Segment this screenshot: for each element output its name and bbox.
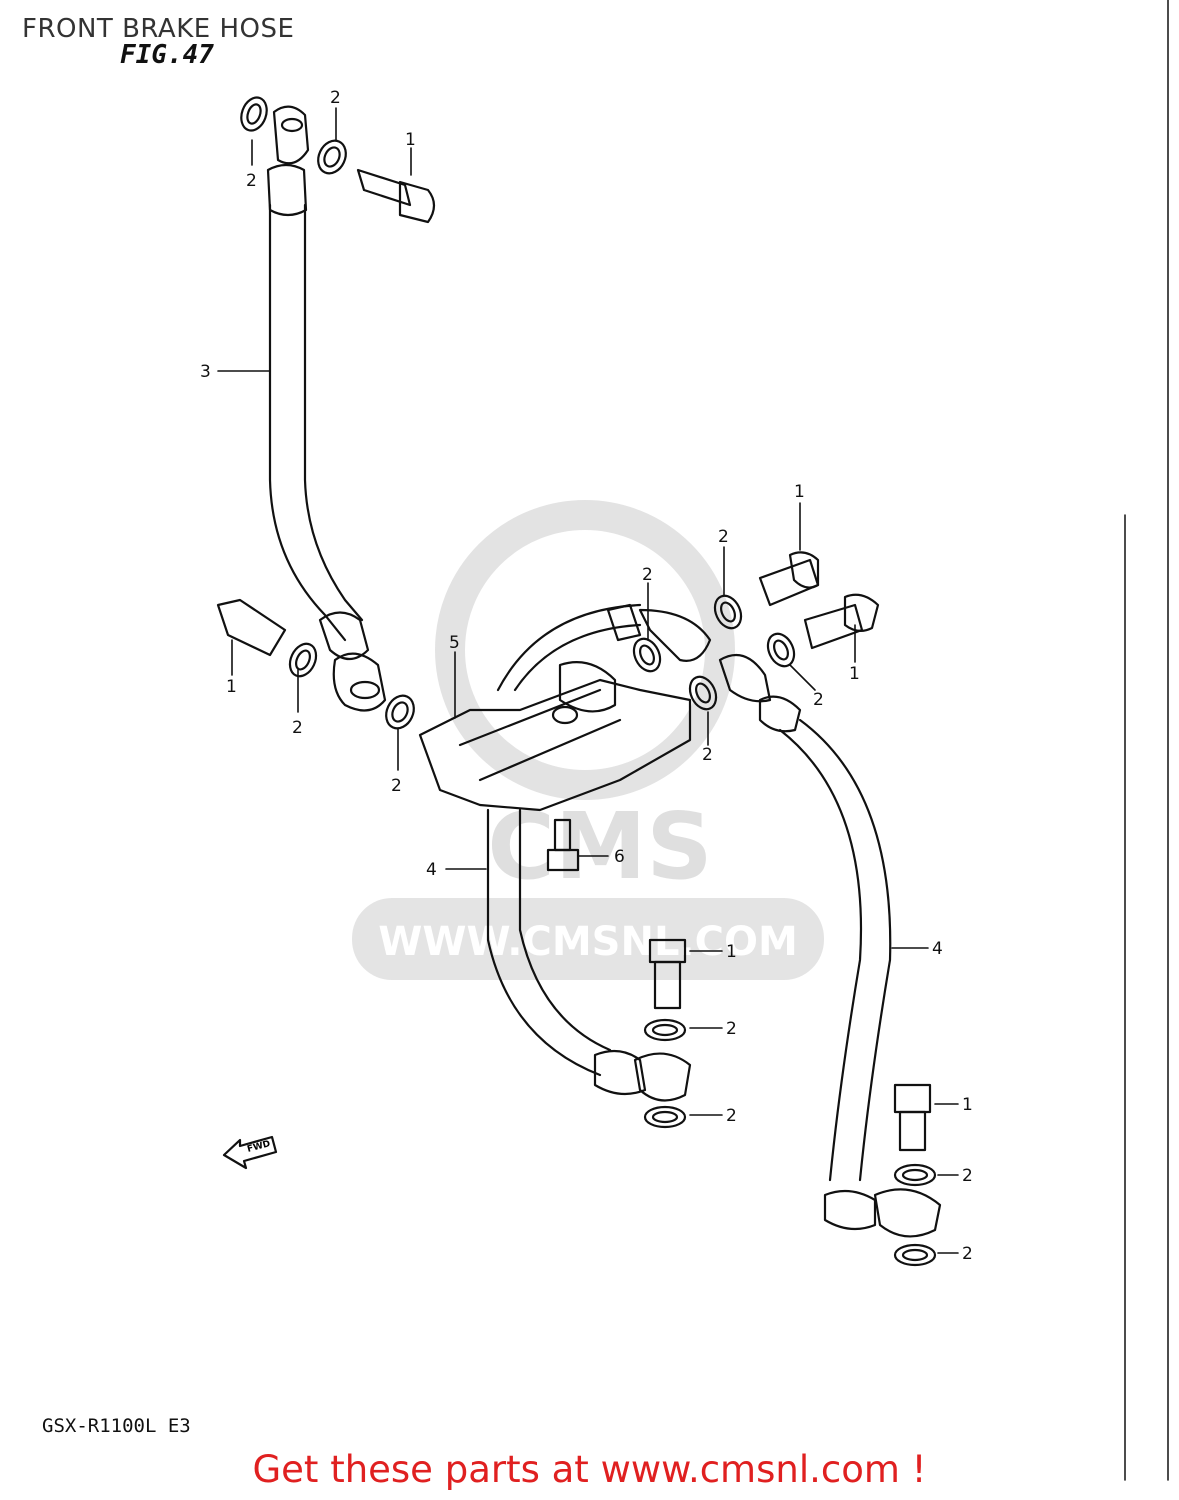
brake-hose-lower-right: [718, 653, 942, 1238]
callout-washer-caliper-left-top: 2: [726, 1019, 737, 1039]
callout-washer-joint: 2: [391, 776, 402, 796]
watermark-brand: CMS: [487, 793, 712, 900]
leader-lines: [217, 107, 959, 1254]
brake-hose-joint: [418, 661, 692, 812]
callout-joint-bolt: 6: [614, 847, 625, 867]
callout-washer-top-left: 2: [246, 171, 257, 191]
watermark-url: WWW.CMSNL.COM: [378, 919, 798, 965]
page-title: FRONT BRAKE HOSE: [22, 14, 295, 44]
callout-washer-right-top: 2: [718, 527, 729, 547]
forward-arrow: [222, 1135, 278, 1170]
model-code: GSX-R1100L E3: [42, 1415, 191, 1437]
brake-hose-lower-left: [486, 603, 712, 1102]
callout-washer-mid: 2: [642, 565, 653, 585]
callout-bolt-right: 1: [849, 664, 860, 684]
callout-joint: 5: [449, 633, 460, 653]
callout-bolt-caliper-left: 1: [726, 942, 737, 962]
figure-number: FIG.47: [120, 40, 214, 70]
promo-link[interactable]: Get these parts at www.cmsnl.com !: [252, 1448, 927, 1491]
callout-labels: 2 2 1 3 1 2 2 5 6 4 4 2 2 1 1 2 2 1 2 2 …: [200, 88, 973, 1264]
washers: [240, 96, 937, 1267]
callout-bolt-top: 1: [405, 130, 416, 150]
callout-washer-left: 2: [292, 718, 303, 738]
callout-washer-top: 2: [330, 88, 341, 108]
callout-bolt-caliper-right: 1: [962, 1095, 973, 1115]
callout-washer-caliper-right-bottom: 2: [962, 1244, 973, 1264]
callout-washer-caliper-right-top: 2: [962, 1166, 973, 1186]
callout-washer-right: 2: [813, 690, 824, 710]
callout-washer-caliper-left-bottom: 2: [726, 1106, 737, 1126]
joint-bolt: [546, 818, 580, 872]
callout-hose-lower-right: 4: [932, 939, 943, 959]
callout-bolt-right-top: 1: [794, 482, 805, 502]
watermark: CMS WWW.CMSNL.COM: [352, 500, 824, 980]
callout-hose-lower-left: 4: [426, 860, 437, 880]
callout-bolt-left: 1: [226, 677, 237, 697]
brake-hose-upper: [266, 105, 387, 712]
callout-hose-upper: 3: [200, 362, 211, 382]
callout-washer-right-low: 2: [702, 745, 713, 765]
union-bolts: [216, 168, 932, 1152]
